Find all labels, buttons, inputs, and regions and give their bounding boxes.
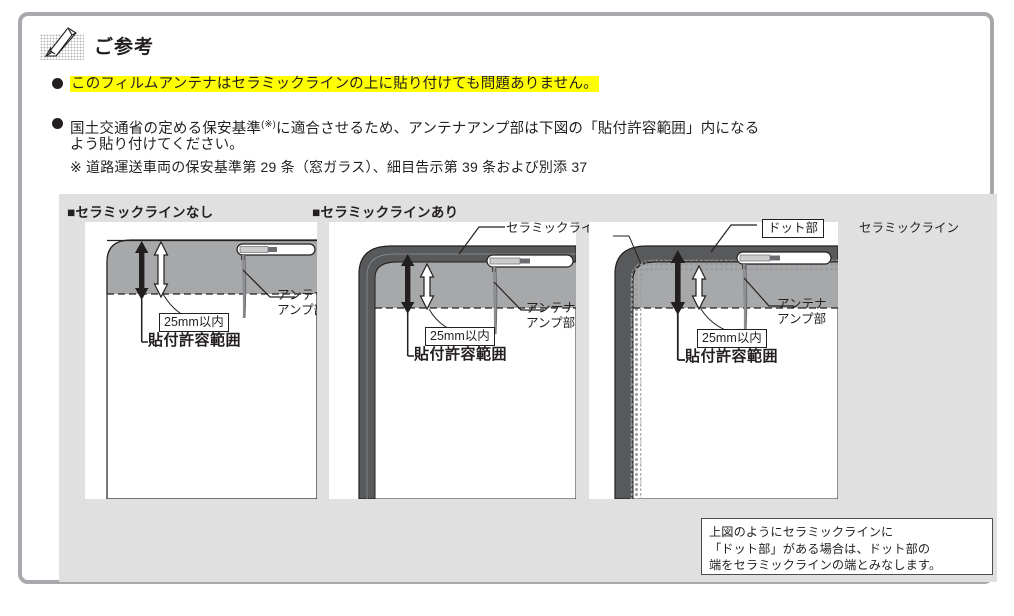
footnote-text: ※ 道路運送車両の保安基準第 29 条（窓ガラス）、細目告示第 39 条および別…: [70, 159, 588, 175]
note-bullet-1: このフィルムアンテナはセラミックラインの上に貼り付けても問題ありません。: [52, 74, 599, 95]
windshield-illustration-1: [106, 239, 317, 499]
footnote-marker: (※): [261, 119, 276, 130]
note-bullet-2: 国土交通省の定める保安基準(※)に適合させるため、アンテナアンプ部は下図の「貼付…: [52, 114, 982, 140]
note-bullet-2-part-b: に適合させるため、アンテナアンプ部は下図の「貼付許容範囲」内になる: [276, 120, 760, 137]
diagram-area: ■セラミックラインなし ■セラミックラインあり: [59, 194, 997, 582]
diagram-with-dot-area: 25mm以内 貼付許容範囲 アンテナ アンプ部: [589, 222, 838, 499]
pencil-icon-glyph: [44, 27, 77, 58]
antenna-amp-label-3-line1: アンテナ: [777, 297, 827, 311]
section-heading-with-ceramic: ■セラミックラインあり: [312, 205, 459, 220]
allowed-range-label-2: 貼付許容範囲: [414, 346, 508, 363]
note-bullet-1-text: このフィルムアンテナはセラミックラインの上に貼り付けても問題ありません。: [70, 74, 599, 95]
mm-limit-arrow: [419, 262, 435, 311]
note-box-line-2: 「ドット部」がある場合は、ドット部の: [709, 541, 931, 556]
antenna-amp-label-2-line1: アンテナ: [526, 301, 576, 315]
diagram-no-ceramic-line: 25mm以内 貼付許容範囲 アンテナ アンプ部: [85, 222, 317, 499]
note-bullet-2-line2: よう貼り付けてください。: [70, 137, 244, 153]
ceramic-line-label-3: セラミックライン: [859, 221, 960, 235]
antenna-amp-unit: [736, 251, 832, 333]
pencil-icon: [40, 26, 86, 60]
antenna-amp-label-1-line2: アンプ部: [277, 303, 317, 317]
ceramic-line-label-2: セラミックライン: [506, 221, 607, 235]
windshield-illustration-3: [613, 224, 838, 499]
diagram-with-ceramic-line: 25mm以内 貼付許容範囲 アンテナ アンプ部: [329, 222, 576, 499]
note-box-line-1: 上図のようにセラミックラインに: [709, 525, 894, 539]
antenna-amp-unit: [486, 254, 574, 335]
highlighted-note: このフィルムアンテナはセラミックラインの上に貼り付けても問題ありません。: [70, 76, 599, 92]
bullet-dot-icon: [52, 118, 63, 129]
mm-limit-label-1: 25mm以内: [159, 313, 229, 332]
mm-limit-label-2: 25mm以内: [425, 327, 495, 346]
panel-header: ご参考: [40, 26, 154, 60]
mm-limit-arrow: [691, 264, 707, 311]
allowed-range-label-1: 貼付許容範囲: [148, 332, 242, 349]
windshield-illustration-2: [358, 226, 576, 499]
mm-limit-arrow: [153, 240, 169, 299]
note-box-line-3: 端をセラミックラインの端とみなします。: [709, 558, 942, 572]
antenna-amp-label-2-line2: アンプ部: [526, 316, 576, 330]
dot-area-note-box: 上図のようにセラミックラインに 「ドット部」がある場合は、ドット部の 端をセラミ…: [701, 518, 993, 575]
allowed-range-label-3: 貼付許容範囲: [685, 348, 779, 365]
section-heading-no-ceramic: ■セラミックラインなし: [67, 205, 214, 220]
note-bullet-2-text: 国土交通省の定める保安基準(※)に適合させるため、アンテナアンプ部は下図の「貼付…: [70, 114, 760, 140]
antenna-amp-label-3-line2: アンプ部: [777, 312, 827, 326]
mm-limit-label-3: 25mm以内: [697, 329, 767, 348]
reference-panel: ご参考 このフィルムアンテナはセラミックラインの上に貼り付けても問題ありません。…: [18, 12, 997, 584]
antenna-amp-unit: [236, 243, 316, 319]
panel-title: ご参考: [94, 37, 155, 58]
dot-area-label: ドット部: [762, 219, 825, 238]
note-bullet-2-part-a: 国土交通省の定める保安基準: [70, 120, 262, 137]
bullet-dot-icon: [52, 78, 63, 89]
antenna-amp-label-1-line1: アンテナ: [277, 288, 317, 302]
